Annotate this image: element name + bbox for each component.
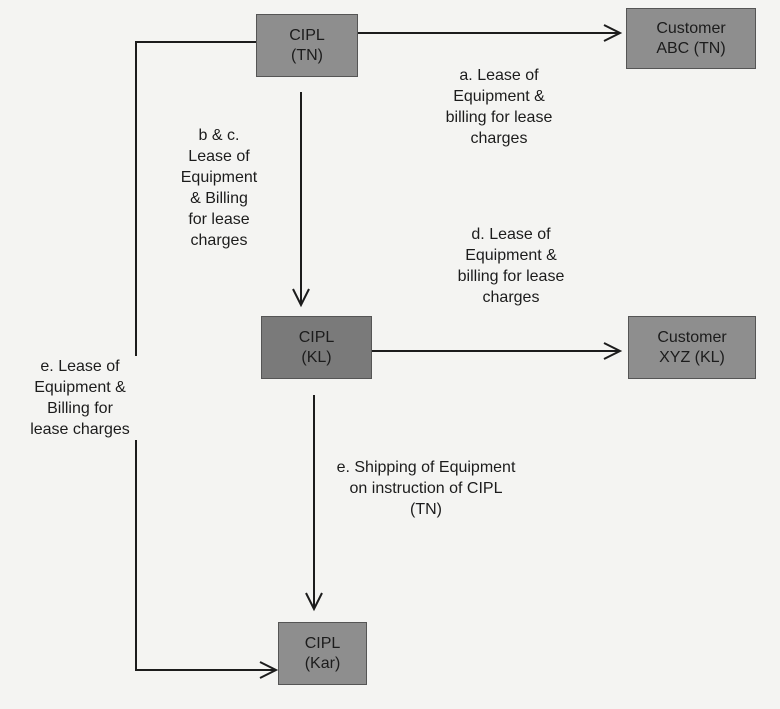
edge-label-a-line: charges — [470, 130, 528, 147]
arrowhead-kar-down — [305, 592, 323, 612]
node-cipl-tn-line1: CIPL — [289, 26, 325, 44]
node-cipl-kar: CIPL (Kar) — [278, 622, 367, 685]
edge-label-d: d. Lease of Equipment & billing for leas… — [436, 224, 586, 308]
edge-label-d-line: Equipment & — [465, 247, 557, 264]
edge-label-bc-line: & Billing — [190, 190, 248, 207]
edge-label-e-left: e. Lease of Equipment & Billing for leas… — [14, 356, 146, 440]
arrowhead-kar-left — [259, 661, 279, 679]
edge-label-a-line: Equipment & — [453, 88, 545, 105]
node-cipl-kar-line1: CIPL — [304, 634, 341, 652]
edge-label-e-left-line: lease charges — [30, 421, 130, 438]
edge-label-a: a. Lease of Equipment & billing for leas… — [424, 65, 574, 149]
node-customer-xyz-line1: Customer — [657, 328, 727, 346]
node-customer-xyz-line2: XYZ (KL) — [659, 348, 725, 366]
node-cipl-kl: CIPL (KL) — [261, 316, 372, 379]
arrowhead-abc — [603, 24, 623, 42]
arrowhead-xyz — [603, 342, 623, 360]
edge-label-e-ship-line: on instruction of CIPL — [349, 480, 503, 497]
edge-label-bc-line: charges — [190, 232, 248, 249]
edge-label-a-line: a. Lease of — [459, 67, 539, 84]
node-cipl-kl-line1: CIPL — [298, 328, 335, 346]
arrowhead-kl — [292, 288, 310, 308]
edge-label-e-ship-line: (TN) — [410, 501, 442, 518]
node-cipl-kar-line2: (Kar) — [304, 654, 341, 672]
edge-label-bc-line: Lease of — [188, 148, 250, 165]
node-customer-xyz: Customer XYZ (KL) — [628, 316, 756, 379]
edge-label-bc: b & c. Lease of Equipment & Billing for … — [164, 125, 274, 251]
node-customer-abc: Customer ABC (TN) — [626, 8, 756, 69]
node-cipl-tn: CIPL (TN) — [256, 14, 358, 77]
edge-label-a-line: billing for lease — [445, 109, 553, 126]
edge-label-d-line: billing for lease — [457, 268, 565, 285]
node-cipl-kl-line2: (KL) — [301, 348, 332, 366]
edge-label-bc-line: for lease — [188, 211, 250, 228]
edge-label-e-ship-line: e. Shipping of Equipment — [336, 459, 516, 476]
edge-label-e-left-line: Billing for — [47, 400, 113, 417]
edge-label-d-line: charges — [482, 289, 540, 306]
edge-label-e-left-line: e. Lease of — [40, 358, 120, 375]
node-cipl-tn-line2: (TN) — [291, 46, 323, 64]
edge-label-bc-line: b & c. — [198, 127, 240, 144]
edge-label-bc-line: Equipment — [180, 169, 258, 186]
edge-label-e-left-line: Equipment & — [34, 379, 126, 396]
node-customer-abc-line1: Customer — [656, 19, 726, 37]
node-customer-abc-line2: ABC (TN) — [656, 39, 726, 57]
edge-label-d-line: d. Lease of — [471, 226, 551, 243]
edge-label-e-ship: e. Shipping of Equipment on instruction … — [316, 457, 536, 520]
